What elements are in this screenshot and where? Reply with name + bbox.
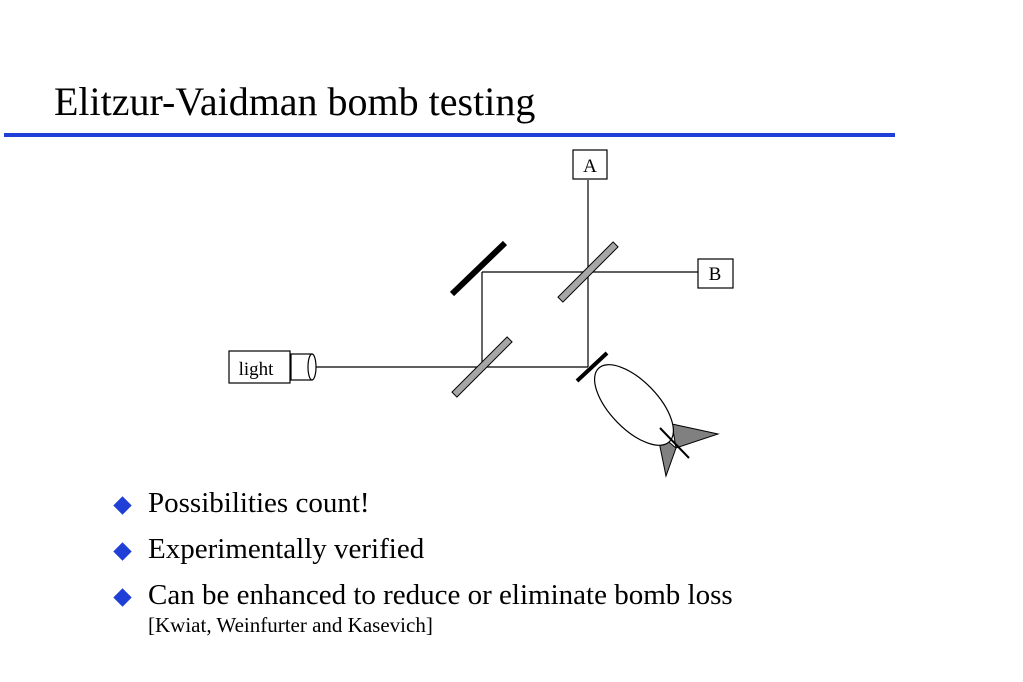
bullet-text: Experimentally verified xyxy=(148,532,425,565)
detector-a-label: A xyxy=(583,156,597,177)
bullet-text: Possibilities count! xyxy=(148,487,370,519)
bomb-fin-right xyxy=(671,423,720,449)
beam-splitter-upper xyxy=(557,241,619,303)
bullet-item: Can be enhanced to reduce or eliminate b… xyxy=(112,578,733,637)
output-beam-splitter xyxy=(557,241,619,303)
bullet-text: Can be enhanced to reduce or eliminate b… xyxy=(148,578,733,611)
detector-b-box xyxy=(697,258,734,289)
bullet-item: Possibilities count! xyxy=(112,487,733,520)
upper-left-mirror xyxy=(449,240,508,297)
diamond-bullet-icon xyxy=(113,588,132,607)
title-rule xyxy=(4,133,895,137)
detector-b: B xyxy=(697,258,734,289)
input-beam-splitter xyxy=(451,336,513,398)
beam-splitter-lower xyxy=(451,336,513,398)
diamond-bullet-icon xyxy=(113,496,132,515)
diamond-bullet-icon xyxy=(113,542,132,561)
light-source-box xyxy=(228,350,291,384)
bomb-tail-line xyxy=(659,427,690,459)
bomb-icon xyxy=(593,364,720,478)
detector-a-box xyxy=(572,149,608,180)
slide-title: Elitzur-Vaidman bomb testing xyxy=(54,79,536,124)
light-source: light xyxy=(228,350,317,384)
detector-b-label: B xyxy=(709,264,722,285)
bullet-item: Experimentally verified xyxy=(112,532,733,566)
bullet-list: Possibilities count! Experimentally veri… xyxy=(112,487,733,651)
lens-icon xyxy=(307,353,317,381)
detector-a: A xyxy=(572,149,608,180)
light-source-label: light xyxy=(239,359,275,380)
citation: [Kwiat, Weinfurter and Kasevich] xyxy=(148,612,433,637)
bomb-body xyxy=(593,364,675,446)
bomb-mirror xyxy=(575,351,609,383)
